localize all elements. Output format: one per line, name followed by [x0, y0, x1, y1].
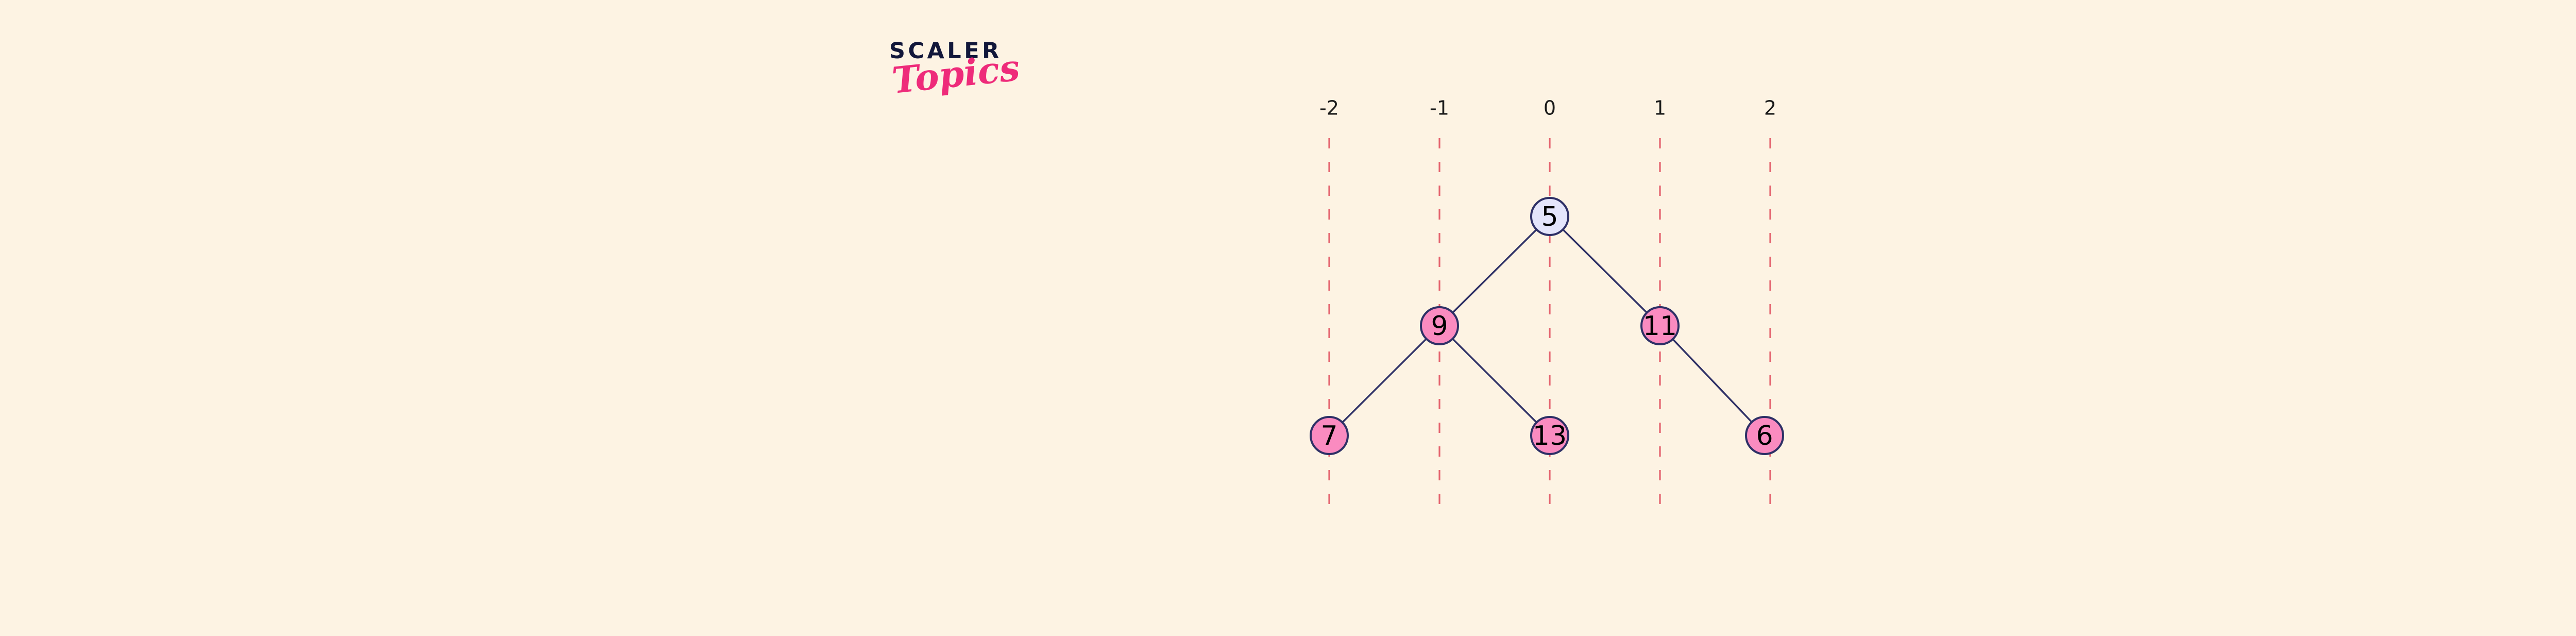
axis-tick-label-2: 2 [1764, 97, 1776, 120]
tree-nodes: 5 9 11 7 13 6 [1310, 197, 1784, 455]
tree-node-11[interactable]: 11 [1640, 306, 1680, 345]
logo-wordmark: SCALER [889, 38, 1002, 64]
tree-node-13[interactable]: 13 [1530, 416, 1569, 455]
node-circle-7[interactable] [1310, 416, 1349, 455]
scaler-topics-logo: SCALER Topics [889, 40, 1054, 128]
node-label-11: 11 [1643, 311, 1677, 342]
tree-edge-n5-n11 [1549, 215, 1661, 327]
tree-node-7[interactable]: 7 [1310, 416, 1349, 455]
tree-edges [1328, 215, 1766, 437]
axis-tick-label--1: -1 [1430, 97, 1449, 120]
axis-tick-label--2: -2 [1319, 97, 1339, 120]
node-circle-9[interactable] [1420, 306, 1459, 345]
tree-edge-n11-n6 [1659, 325, 1766, 437]
tree-edge-n9-n7 [1328, 325, 1440, 437]
tree-edge-n9-n13 [1438, 325, 1551, 437]
node-circle-6[interactable] [1745, 416, 1784, 455]
node-label-6: 6 [1756, 421, 1773, 451]
node-circle-13[interactable] [1530, 416, 1569, 455]
tree-node-6[interactable]: 6 [1745, 416, 1784, 455]
tree-node-9[interactable]: 9 [1420, 306, 1459, 345]
node-circle-11[interactable] [1640, 306, 1680, 345]
axis-tick-label-0: 0 [1544, 97, 1556, 120]
axis-tick-label-1: 1 [1654, 97, 1666, 120]
node-label-13: 13 [1533, 421, 1567, 451]
tree-node-5[interactable]: 5 [1530, 197, 1569, 236]
node-circle-5[interactable] [1530, 197, 1569, 236]
node-label-9: 9 [1431, 311, 1448, 342]
horizontal-distance-axis-labels: -2 -1 0 1 2 [1319, 97, 1776, 120]
node-label-5: 5 [1541, 202, 1558, 232]
tree-edge-n5-n9 [1438, 215, 1551, 327]
node-label-7: 7 [1320, 421, 1337, 451]
